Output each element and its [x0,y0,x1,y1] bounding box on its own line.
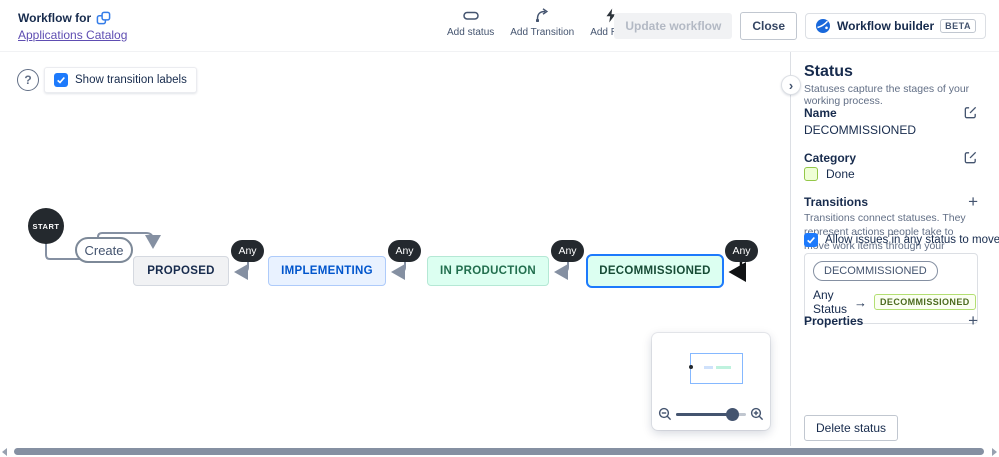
edit-category-button[interactable] [963,150,978,166]
checkmark-icon [57,76,65,84]
any-transition-pill-proposed[interactable]: Any [231,240,264,262]
any-arrow-proposed [234,262,249,280]
minimap-viewport[interactable] [689,353,743,384]
zoom-in-icon[interactable] [750,407,764,421]
transition-rule-row: Any Status → DECOMMISSIONED [813,288,976,316]
zoom-slider-thumb[interactable] [726,408,739,421]
name-label: Name [804,106,837,120]
workflow-for-title: Workflow for [18,10,127,26]
status-node-proposed[interactable]: PROPOSED [133,256,229,286]
pencil-icon [964,151,977,164]
any-transition-pill-inproduction[interactable]: Any [551,240,584,262]
scrollbar-thumb[interactable] [14,448,984,455]
status-node-inproduction[interactable]: IN PRODUCTION [427,256,549,286]
status-detail-panel: › Status Statuses capture the stages of … [781,52,999,446]
status-lozenge-icon [462,11,479,20]
any-transition-pill-decommissioned[interactable]: Any [725,240,758,262]
add-status-button[interactable]: Add status [447,8,494,38]
beta-badge: BETA [940,19,976,33]
any-arrow-implementing [391,262,406,280]
transitions-label: Transitions [804,195,869,209]
checkmark-icon [807,236,815,244]
show-transition-labels-toggle[interactable]: Show transition labels [44,67,197,93]
add-transition-button[interactable]: Add Transition [510,8,574,38]
builder-label: Workflow builder [837,19,935,33]
category-label: Category [804,151,857,165]
category-value: Done [826,167,855,181]
start-node[interactable]: START [28,208,64,244]
status-node-decommissioned[interactable]: DECOMMISSIONED [586,254,724,288]
delete-status-button[interactable]: Delete status [804,415,899,441]
scroll-right-arrow[interactable] [992,448,997,456]
add-rule-label: Add Rule [590,27,632,38]
plus-icon: + [968,192,978,211]
zoom-slider-fill [676,413,734,416]
minimap-panel [652,333,770,430]
create-transition-label[interactable]: Create [75,237,133,263]
builder-globe-icon [816,19,831,33]
update-workflow-button[interactable]: Update workflow [614,13,733,39]
panel-title: Status [804,63,853,80]
workflow-for-label: Workflow for [18,11,92,25]
transition-target-lozenge: DECOMMISSIONED [874,294,976,310]
scroll-left-arrow[interactable] [2,448,7,456]
minimap-node-mark [704,366,713,369]
transition-arrow-icon [536,8,549,22]
minimap-node-mark [716,366,731,369]
add-property-button[interactable]: + [968,311,978,330]
add-rule-button[interactable]: Add Rule [590,8,631,38]
allow-any-status-checkbox[interactable] [804,233,818,247]
arrow-right-icon: → [854,294,868,310]
start-label: START [32,221,60,231]
minimap-start-dot [689,365,693,369]
any-status-label: Any Status [813,288,848,316]
horizontal-scrollbar[interactable] [0,446,999,457]
workflow-builder-badge: Workflow builder BETA [805,13,986,39]
name-value: DECOMMISSIONED [804,123,917,137]
close-button[interactable]: Close [740,12,798,40]
chevron-right-icon: › [788,77,794,93]
zoom-slider[interactable] [676,413,746,416]
collapse-panel-button[interactable]: › [781,75,801,95]
add-transition-plus-button[interactable]: + [968,192,978,211]
show-labels-label: Show transition labels [75,74,187,86]
add-status-label: Add status [447,27,495,38]
zoom-controls [652,406,770,422]
pencil-icon [964,106,977,119]
question-icon: ? [24,73,32,87]
any-arrow-inproduction [554,262,569,280]
zoom-out-icon[interactable] [658,407,672,421]
status-node-implementing[interactable]: IMPLEMENTING [268,256,386,286]
help-button[interactable]: ? [17,69,39,91]
workflow-canvas[interactable]: ? Show transition labels [0,52,790,446]
add-transition-label: Add Transition [510,27,575,38]
top-header: Workflow for Applications Catalog Add st… [0,0,999,52]
project-icon [96,11,111,24]
any-transition-pill-implementing[interactable]: Any [388,240,421,262]
editor-toolbar: Add status Add Transition Add Rule [447,8,631,38]
allow-any-status-label: Allow issues in any status to move to th… [825,234,999,246]
panel-subtitle: Statuses capture the stages of your work… [804,83,970,107]
show-labels-checkbox[interactable] [54,73,68,87]
properties-label: Properties [804,314,864,328]
plus-icon: + [968,311,978,330]
transition-chip[interactable]: DECOMMISSIONED [813,261,938,281]
edit-name-button[interactable] [963,105,978,121]
category-done-swatch [804,167,818,181]
project-link[interactable]: Applications Catalog [18,28,128,42]
transition-card: DECOMMISSIONED Any Status → DECOMMISSION… [804,253,978,324]
lightning-icon [606,8,616,23]
any-arrow-decommissioned [728,262,746,282]
